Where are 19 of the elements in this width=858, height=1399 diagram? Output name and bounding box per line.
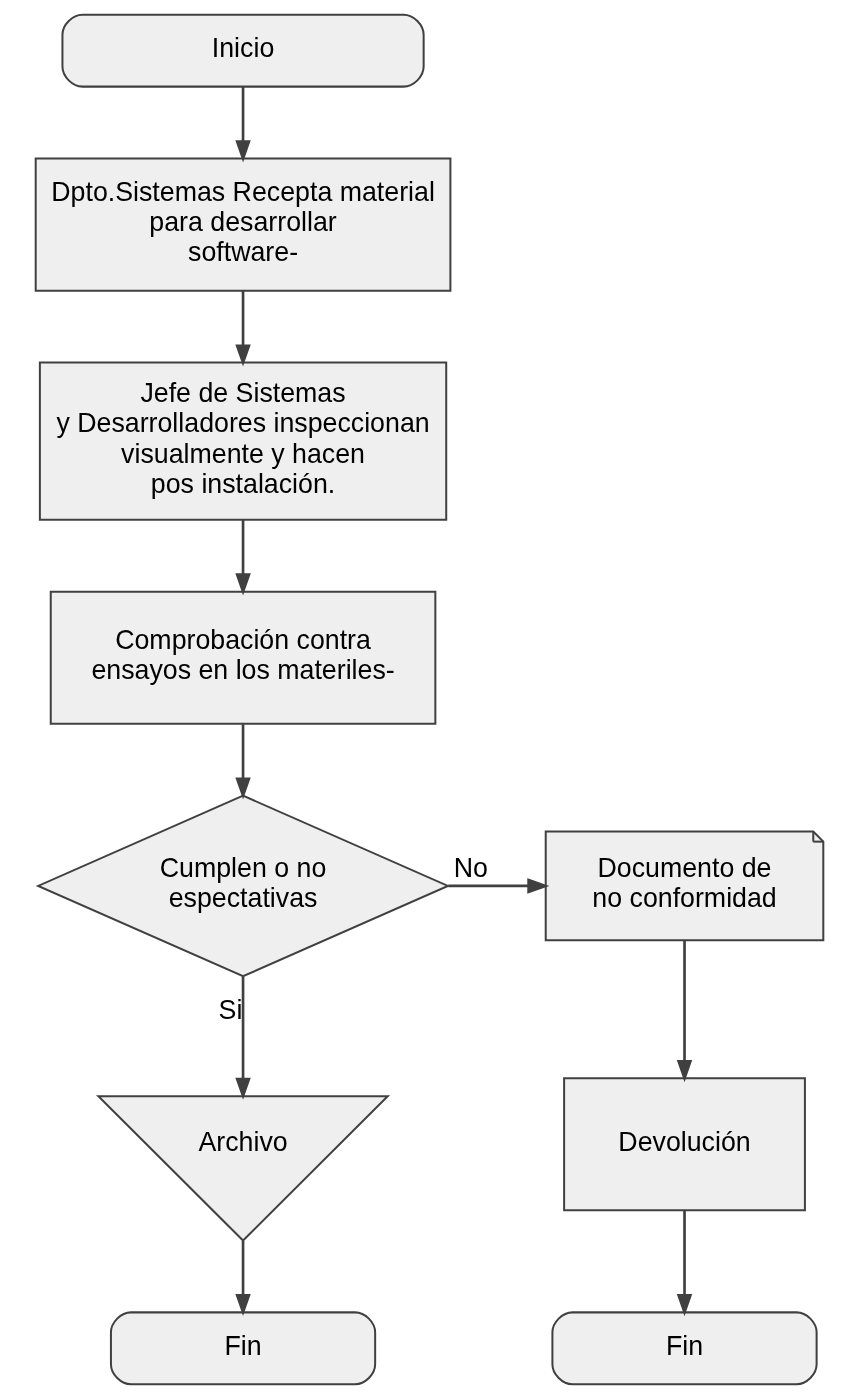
arrow [234,976,251,1100]
node-box: Comprobación contra ensayos en los materiles- [49,590,436,725]
arrow [234,290,251,367]
arrow [447,878,549,894]
node-box: Fin [550,1311,818,1386]
edge-label: No [453,853,488,884]
node-box: Jefe de Sistemas y Desarrolladores inspeccionan visualmente y hacen pos instalación. [38,361,447,521]
arrow [676,940,692,1083]
node-box: Dpto.Sistemas Recepta material para desarrollar software- [34,157,451,292]
arrow [234,1240,251,1317]
arrow [234,724,251,800]
arrow [676,1210,692,1317]
arrow [234,519,251,596]
node-diamond: Cumplen o no espectativas [35,794,450,978]
node-box: Inicio [60,13,425,88]
node-box: Fin [109,1311,376,1386]
arrow [234,86,251,163]
edge-label: Si [218,994,242,1025]
node-box: Devolución [562,1077,806,1212]
